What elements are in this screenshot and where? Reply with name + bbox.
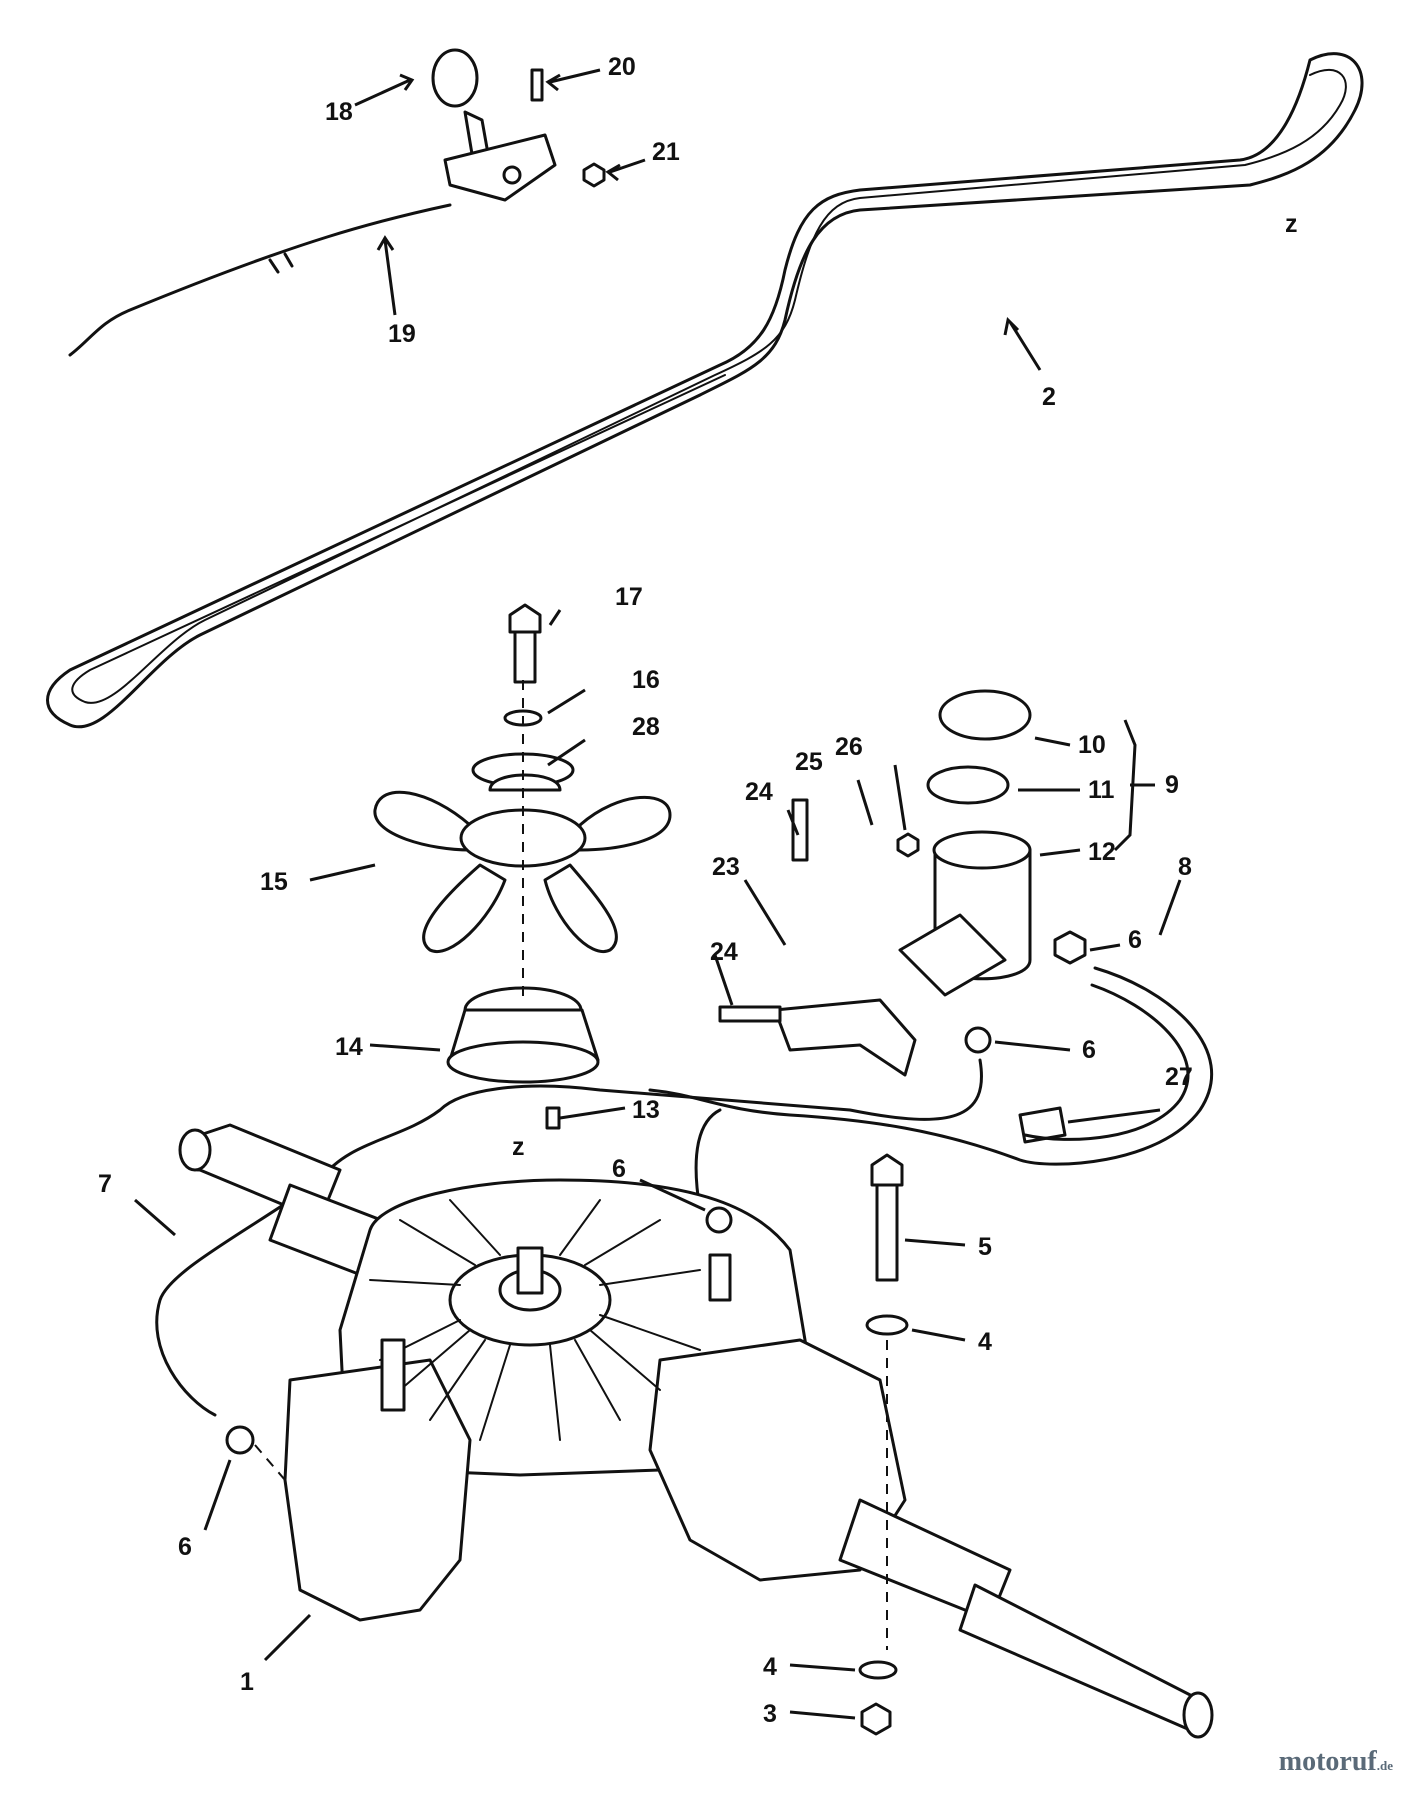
fitting-6a bbox=[1053, 930, 1087, 965]
washer-4b bbox=[858, 1660, 898, 1680]
fitting-6c bbox=[705, 1206, 733, 1234]
bolt-5 bbox=[875, 1178, 899, 1282]
callout-16: 16 bbox=[632, 666, 660, 694]
bolt-5-head bbox=[870, 1153, 904, 1187]
fan-hub bbox=[459, 808, 587, 868]
bolt-17 bbox=[513, 628, 537, 684]
callout-6-outlet: 6 bbox=[1082, 1036, 1096, 1064]
callout-9: 9 bbox=[1165, 771, 1179, 799]
callout-23: 23 bbox=[712, 853, 740, 881]
lever-assembly bbox=[68, 48, 606, 357]
callout-12: 12 bbox=[1088, 838, 1116, 866]
bracket-23 bbox=[773, 998, 917, 1077]
filter-11 bbox=[926, 765, 1010, 805]
nut-26 bbox=[896, 832, 920, 858]
right-axle-shaft bbox=[958, 1583, 1209, 1734]
callout-6-hose: 6 bbox=[178, 1533, 192, 1561]
bolt-17-head bbox=[508, 603, 542, 634]
housing-right bbox=[648, 1338, 907, 1582]
bolt-24a bbox=[791, 798, 809, 862]
washer-4a bbox=[865, 1314, 909, 1336]
watermark-logo: motoruf.de bbox=[1279, 1746, 1393, 1778]
callout-20: 20 bbox=[608, 53, 636, 81]
callout-18: 18 bbox=[325, 98, 353, 126]
callout-26: 26 bbox=[835, 733, 863, 761]
nut-3 bbox=[860, 1702, 892, 1736]
right-axle-end bbox=[1182, 1691, 1214, 1739]
reservoir-mount bbox=[898, 913, 1007, 997]
left-axle-end bbox=[178, 1128, 212, 1172]
callout-z-belt: z bbox=[1285, 210, 1298, 238]
fan-blade bbox=[543, 863, 618, 954]
callout-11: 11 bbox=[1088, 776, 1115, 804]
callout-6-filler: 6 bbox=[612, 1155, 626, 1183]
callout-z-shaft: z bbox=[512, 1133, 525, 1161]
clip-27 bbox=[1018, 1106, 1067, 1144]
callout-6-reservoir: 6 bbox=[1128, 926, 1142, 954]
bolt-24b bbox=[718, 1005, 782, 1023]
fan-blade bbox=[578, 795, 672, 852]
callout-labels: 18 20 21 19 z 2 17 16 28 10 9 11 26 25 2… bbox=[98, 53, 1298, 1728]
fitting-6b bbox=[964, 1026, 992, 1054]
hoses bbox=[155, 966, 1214, 1417]
callout-25: 25 bbox=[795, 748, 823, 776]
fan-blade-top bbox=[488, 773, 562, 792]
callout-14: 14 bbox=[335, 1033, 363, 1061]
bracket-hole bbox=[502, 165, 522, 185]
hose-7 bbox=[155, 1058, 983, 1417]
callout-3: 3 bbox=[763, 1700, 777, 1728]
fan-blade bbox=[422, 863, 507, 953]
callout-7: 7 bbox=[98, 1170, 112, 1198]
hose-8 bbox=[648, 966, 1214, 1166]
hardware bbox=[225, 1106, 909, 1736]
transaxle bbox=[178, 1123, 1214, 1739]
callout-2: 2 bbox=[1042, 383, 1056, 411]
key-13 bbox=[545, 1106, 561, 1130]
housing-front bbox=[283, 1358, 472, 1622]
watermark-tld: .de bbox=[1376, 1758, 1393, 1773]
reservoir-top bbox=[932, 830, 1032, 870]
stud bbox=[380, 1338, 406, 1412]
watermark-name: motoruf bbox=[1278, 1746, 1377, 1777]
fan-blade bbox=[373, 790, 472, 852]
pulley-14-groove bbox=[446, 1040, 600, 1084]
fan-assembly bbox=[373, 603, 672, 1084]
input-shaft bbox=[516, 1246, 544, 1295]
lever-bracket bbox=[443, 133, 557, 202]
callout-28: 28 bbox=[632, 713, 660, 741]
callout-5: 5 bbox=[978, 1233, 992, 1261]
callout-4-top: 4 bbox=[978, 1328, 992, 1356]
callout-24-top: 24 bbox=[745, 778, 773, 806]
callout-1: 1 bbox=[240, 1668, 254, 1696]
reservoir-assembly bbox=[718, 689, 1087, 1144]
filler-fitting bbox=[708, 1253, 732, 1302]
callout-arrows bbox=[134, 68, 1182, 1720]
callout-21: 21 bbox=[652, 138, 680, 166]
callout-27: 27 bbox=[1165, 1063, 1193, 1091]
callout-24-bottom: 24 bbox=[710, 938, 738, 966]
callout-8: 8 bbox=[1178, 853, 1192, 881]
callout-17: 17 bbox=[615, 583, 643, 611]
control-cable bbox=[68, 203, 452, 357]
fitting-6d bbox=[225, 1425, 255, 1455]
nut-21 bbox=[582, 162, 606, 188]
screw-20 bbox=[530, 68, 544, 102]
callout-4-bottom: 4 bbox=[763, 1653, 777, 1681]
callout-13: 13 bbox=[632, 1096, 660, 1124]
drive-belt bbox=[46, 52, 1364, 729]
lever-knob bbox=[431, 48, 479, 108]
callout-19: 19 bbox=[388, 320, 416, 348]
callout-10: 10 bbox=[1078, 731, 1106, 759]
cap-10 bbox=[938, 689, 1032, 741]
callout-15: 15 bbox=[260, 868, 288, 896]
